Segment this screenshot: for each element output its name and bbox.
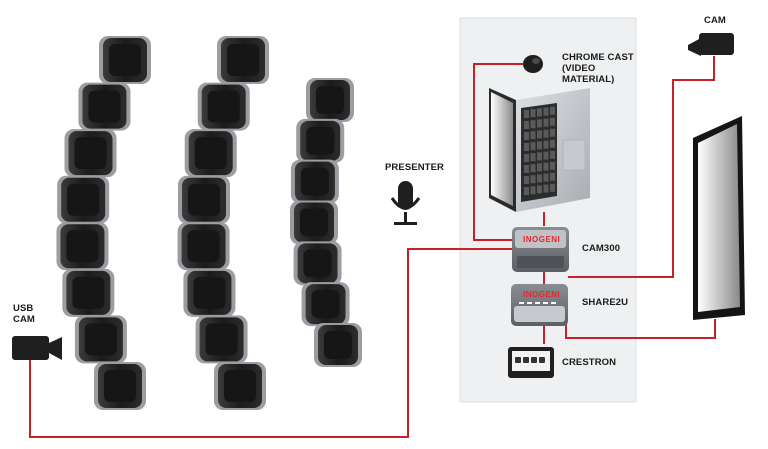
- chair-icon: [197, 82, 250, 131]
- chair-icon: [214, 362, 266, 410]
- keyboard-key: [543, 118, 549, 127]
- left-row: [56, 36, 151, 410]
- cam300-device-icon: [512, 227, 569, 272]
- chair-icon: [306, 78, 354, 122]
- keyboard-key: [550, 128, 555, 137]
- keyboard-key: [524, 154, 529, 162]
- keyboard-key: [524, 143, 529, 151]
- chair-icon: [62, 268, 115, 317]
- chair-icon: [195, 315, 248, 364]
- keyboard-key: [550, 161, 555, 170]
- keyboard-key: [530, 186, 536, 195]
- chair-icon: [56, 222, 109, 271]
- keyboard-key: [543, 107, 549, 116]
- presenter-microphone-icon: [390, 181, 421, 225]
- keyboard-key: [524, 110, 529, 118]
- keyboard-key: [530, 109, 536, 118]
- chair-icon: [301, 282, 350, 327]
- share2u-label: SHARE2U: [582, 297, 629, 308]
- chair-icon: [293, 241, 342, 286]
- cable-chromecast: [473, 63, 523, 241]
- chair-icon: [78, 82, 131, 131]
- ptz-camera-icon: [688, 33, 734, 56]
- keyboard-key: [537, 141, 542, 150]
- keyboard-key: [550, 183, 555, 192]
- share2u-device-icon: [511, 284, 568, 326]
- keyboard-key: [550, 150, 555, 159]
- chromecast-icon: [523, 55, 543, 73]
- cam-label: CAM: [704, 15, 726, 26]
- chair-icon: [57, 175, 110, 224]
- chair-icon: [184, 129, 237, 178]
- chair-icon: [183, 268, 236, 317]
- keyboard-key: [530, 120, 536, 129]
- seating-area: [56, 36, 362, 410]
- cable-ptz-cam: [568, 56, 715, 278]
- keyboard-key: [550, 106, 555, 115]
- keyboard-key: [524, 165, 529, 173]
- crestron-panel-icon: [508, 347, 554, 378]
- chair-icon: [177, 222, 230, 271]
- keyboard-key: [524, 176, 529, 184]
- keyboard-key: [530, 142, 536, 151]
- keyboard-key: [524, 187, 529, 195]
- keyboard-key: [530, 153, 536, 162]
- chair-icon: [290, 159, 339, 204]
- usb-cam-label: USB CAM: [13, 303, 35, 325]
- chair-icon: [64, 129, 117, 178]
- keyboard-key: [530, 164, 536, 173]
- keyboard-key: [543, 173, 549, 182]
- cables: [29, 56, 716, 438]
- keyboard-key: [543, 140, 549, 149]
- chair-icon: [314, 323, 362, 367]
- chair-icon: [94, 362, 146, 410]
- chair-icon: [99, 36, 151, 84]
- keyboard-key: [524, 121, 529, 129]
- keyboard-key: [537, 152, 542, 161]
- keyboard-key: [537, 163, 542, 172]
- chromecast-label: CHROME CAST (VIDEO MATERIAL): [562, 52, 634, 85]
- keyboard-key: [550, 172, 555, 181]
- keyboard-key: [543, 184, 549, 193]
- keyboard-key: [524, 132, 529, 140]
- cable-usb-cam: [29, 248, 512, 438]
- chair-icon: [296, 118, 345, 163]
- keyboard-key: [537, 185, 542, 194]
- laptop-icon: [489, 88, 590, 212]
- crestron-label: CRESTRON: [562, 357, 617, 368]
- middle-row: [177, 36, 269, 410]
- chair-icon: [74, 315, 127, 364]
- keyboard-key: [537, 119, 542, 128]
- cam300-brand-logo: INOGENI: [523, 235, 561, 244]
- cam300-label: CAM300: [582, 243, 621, 254]
- usb-camera-icon: [12, 336, 62, 360]
- chair-icon: [178, 175, 230, 224]
- keyboard-key: [537, 108, 542, 117]
- right-row: [290, 78, 362, 367]
- cable-display: [565, 318, 716, 339]
- share2u-brand-logo: INOGENI: [523, 290, 561, 299]
- display-icon: [693, 116, 745, 320]
- keyboard-key: [550, 117, 555, 126]
- keyboard-key: [550, 139, 555, 148]
- keyboard-key: [543, 162, 549, 171]
- keyboard-key: [543, 151, 549, 160]
- keyboard-key: [537, 130, 542, 139]
- keyboard-key: [543, 129, 549, 138]
- chair-icon: [217, 36, 269, 84]
- keyboard-key: [530, 131, 536, 140]
- keyboard-key: [530, 175, 536, 184]
- presenter-label: PRESENTER: [385, 162, 444, 173]
- chair-icon: [290, 200, 338, 245]
- keyboard-key: [537, 174, 542, 183]
